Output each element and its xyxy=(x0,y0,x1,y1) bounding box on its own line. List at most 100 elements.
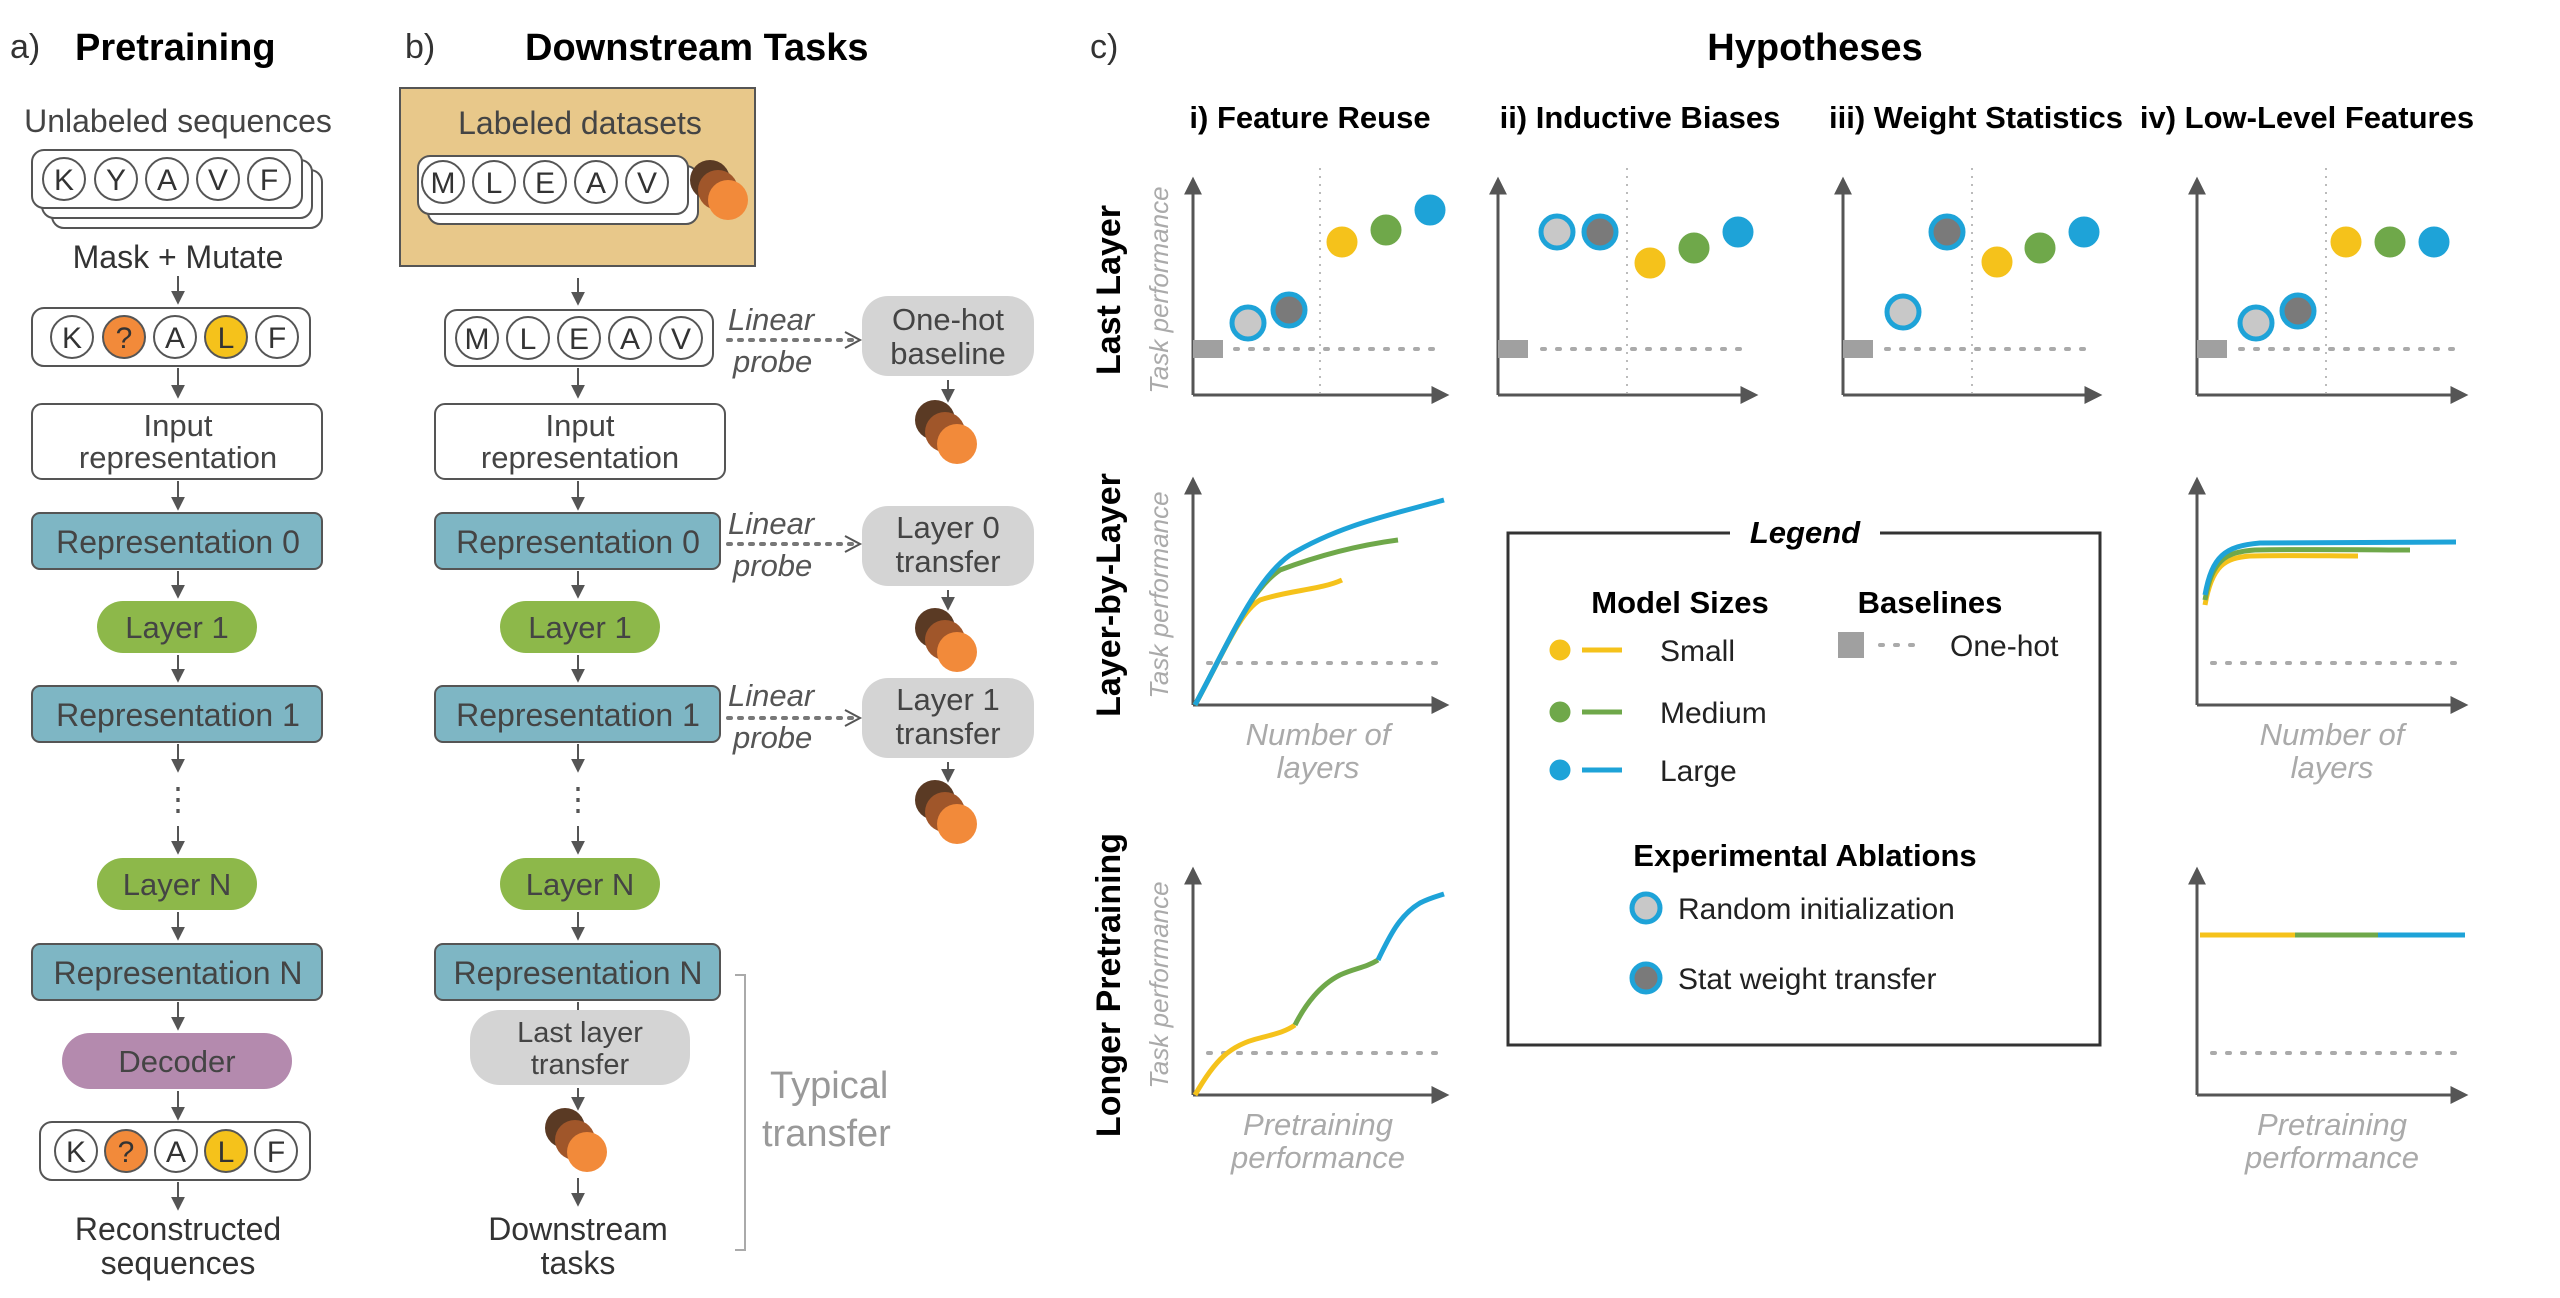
point-large xyxy=(2415,223,2453,261)
downstream-line2: tasks xyxy=(541,1245,616,1281)
task-dots-icon xyxy=(545,1108,607,1172)
lastlayer-line1: Last layer xyxy=(517,1017,643,1049)
seq-letter: E xyxy=(569,323,589,356)
label-dots-icon xyxy=(690,160,748,220)
linear-probe-label: Linear xyxy=(728,506,816,541)
y-axis-label: Task performance xyxy=(1144,186,1174,393)
seq-masked: K ? A L F xyxy=(50,315,299,359)
typical-line2: transfer xyxy=(762,1113,891,1155)
representation-n-box xyxy=(31,943,323,1001)
chart-last-layer-weight-statistics xyxy=(1834,168,2103,404)
input-line1: Input xyxy=(546,408,615,443)
seq-letter: V xyxy=(671,323,691,356)
representation-0-label: Representation 0 xyxy=(56,524,300,560)
representation-n-label: Representation N xyxy=(453,955,702,991)
chart-longer-pretraining-low-level-features: Pretraining performance xyxy=(2188,866,2469,1175)
curve-small xyxy=(1192,577,1344,707)
curve-small xyxy=(2202,553,2359,606)
input-representation-box-b xyxy=(434,403,726,480)
row-title-last-layer: Last Layer xyxy=(1090,205,1128,375)
point-large xyxy=(1719,213,1757,251)
linear-probe-label: Linear xyxy=(728,678,816,713)
seq-letter: L xyxy=(218,1136,235,1169)
lastlayer-line2: transfer xyxy=(531,1049,630,1081)
curve-small xyxy=(1192,1022,1297,1097)
representation-0-box xyxy=(31,512,323,570)
decoder-pill xyxy=(62,1033,292,1089)
legend-small-label: Small xyxy=(1660,635,1735,668)
typical-line1: Typical xyxy=(770,1065,888,1107)
representation-n-label: Representation N xyxy=(53,955,302,991)
layer-1-pill xyxy=(97,601,257,653)
legend-medium-label: Medium xyxy=(1660,697,1767,730)
typical-transfer-bracket xyxy=(735,974,746,1251)
point-stat-transfer xyxy=(1928,213,1966,251)
layer-1-label: Layer 1 xyxy=(125,610,228,645)
layer-n-pill xyxy=(97,858,257,910)
x-axis-label-line1: Pretraining xyxy=(2257,1107,2407,1142)
input-line2: representation xyxy=(79,440,277,475)
chart-longer-pretraining-feature-reuse: Task performance Pretraining performance xyxy=(1144,866,1450,1175)
layer1-transfer-box xyxy=(862,678,1034,758)
layer0t-line2: transfer xyxy=(895,544,1000,579)
curve-medium xyxy=(1292,957,1380,1027)
col-title-weight-statistics: iii) Weight Statistics xyxy=(1829,100,2123,135)
representation-1-box-b xyxy=(434,685,721,743)
point-small xyxy=(1323,223,1361,261)
legend-stat-transfer-marker xyxy=(1629,961,1663,995)
point-large xyxy=(1411,191,1449,229)
seq-letter: ? xyxy=(118,1136,135,1169)
point-medium xyxy=(1675,229,1713,267)
layer0-transfer-box xyxy=(862,506,1034,586)
point-small xyxy=(1631,244,1669,282)
seq-original: K Y A V F xyxy=(42,157,291,201)
point-random-init xyxy=(1538,213,1576,251)
layer-n-label: Layer N xyxy=(526,867,635,902)
representation-0-label: Representation 0 xyxy=(456,524,700,560)
x-axis-label-line1: Pretraining xyxy=(1243,1107,1393,1142)
task-dots-icon xyxy=(915,780,977,844)
col-title-low-level-features: iv) Low-Level Features xyxy=(2140,100,2474,135)
reconstructed-line1: Reconstructed xyxy=(75,1211,281,1247)
panel-c-title: Hypotheses xyxy=(1707,27,1922,69)
x-axis-label-line2: performance xyxy=(1230,1140,1405,1175)
layer-n-pill-b xyxy=(500,858,660,910)
panel-b-letter: b) xyxy=(405,28,435,66)
representation-0-box-b xyxy=(434,512,721,570)
legend-title: Legend xyxy=(1750,515,1861,550)
baseline-marker xyxy=(2197,340,2227,358)
point-random-init xyxy=(1884,293,1922,331)
seq-letter: K xyxy=(54,164,74,197)
input-line1: Input xyxy=(144,408,213,443)
representation-1-label: Representation 1 xyxy=(56,697,300,733)
seq-letter: V xyxy=(637,167,657,200)
representation-n-box-b xyxy=(434,943,721,1001)
panel-a-title: Pretraining xyxy=(75,27,276,69)
y-axis-label: Task performance xyxy=(1144,491,1174,698)
task-dots-icon xyxy=(915,400,977,464)
mask-mutate-label: Mask + Mutate xyxy=(73,239,284,275)
seq-letter: A xyxy=(620,323,640,356)
curve-large xyxy=(1192,497,1445,707)
seq-letter: V xyxy=(208,164,228,197)
point-small xyxy=(1978,243,2016,281)
panel-a-letter: a) xyxy=(10,28,40,66)
seq-letter: A xyxy=(166,1136,186,1169)
point-small xyxy=(2327,223,2365,261)
seq-letter: Y xyxy=(106,164,126,197)
panel-c-letter: c) xyxy=(1090,28,1118,66)
x-axis-label-line1: Number of xyxy=(1246,717,1394,752)
onehot-baseline-box xyxy=(862,296,1034,376)
col-title-feature-reuse: i) Feature Reuse xyxy=(1189,100,1430,135)
legend-stat-transfer-label: Stat weight transfer xyxy=(1678,963,1936,996)
input-line2: representation xyxy=(481,440,679,475)
chart-last-layer-feature-reuse: Task performance xyxy=(1144,168,1450,404)
legend-large-marker xyxy=(1546,756,1574,784)
linear-probe-label: probe xyxy=(732,720,812,755)
legend-small-marker xyxy=(1546,636,1574,664)
panel-b: b) Downstream Tasks Labeled datasets M L… xyxy=(399,27,1034,1281)
seq-letter: K xyxy=(66,1136,86,1169)
panel-a: a) Pretraining Unlabeled sequences K Y A… xyxy=(10,27,332,1281)
decoder-label: Decoder xyxy=(118,1044,235,1079)
reconstructed-line2: sequences xyxy=(101,1245,256,1281)
